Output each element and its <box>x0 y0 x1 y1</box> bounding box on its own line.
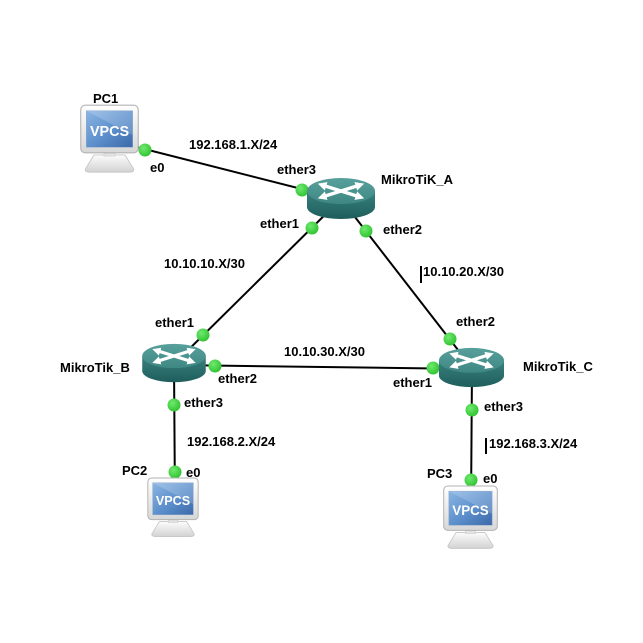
status-dot-a-ether3 <box>295 183 309 197</box>
port-label-pc1-e0[interactable]: e0 <box>150 160 165 175</box>
subnet-label-10-10-30[interactable]: 10.10.30.X/30 <box>284 344 365 359</box>
port-label-a-ether1[interactable]: ether1 <box>260 216 300 231</box>
status-dot-c-ether3 <box>465 403 479 417</box>
vpcs-computer-icon: VPCS <box>147 477 199 537</box>
port-label-c-ether3[interactable]: ether3 <box>484 399 524 414</box>
port-label-c-ether1[interactable]: ether1 <box>393 375 433 390</box>
status-dot-b-ether1 <box>196 328 210 342</box>
vpcs-screen-text: VPCS <box>156 494 190 508</box>
port-label-pc3-e0[interactable]: e0 <box>483 471 498 486</box>
vpcs-computer-icon: VPCS <box>80 104 139 173</box>
node-icon-pc1[interactable]: VPCS <box>73 104 146 180</box>
router-icon <box>142 343 206 383</box>
router-icon <box>307 178 375 219</box>
status-dot-a-ether2 <box>359 224 373 238</box>
port-label-b-ether2[interactable]: ether2 <box>218 371 258 386</box>
label-cursor-artifact <box>420 266 422 283</box>
port-label-a-ether2[interactable]: ether2 <box>383 222 423 237</box>
port-label-b-ether1[interactable]: ether1 <box>155 315 195 330</box>
status-dot-pc1-e0 <box>138 143 152 157</box>
router-icon-mikrotik-b[interactable] <box>140 342 208 390</box>
vpcs-computer-icon: VPCS <box>443 485 498 549</box>
node-label-mikrotik-a[interactable]: MikroTiK_A <box>381 172 453 187</box>
node-label-pc3[interactable]: PC3 <box>427 466 453 481</box>
node-label-pc1[interactable]: PC1 <box>93 91 119 106</box>
port-label-c-ether2[interactable]: ether2 <box>456 314 496 329</box>
subnet-label-192-168-3[interactable]: 192.168.3.X/24 <box>489 436 578 451</box>
link-mikrotikb-mikrotikc[interactable] <box>173 364 473 370</box>
router-icon-mikrotik-a[interactable] <box>305 176 377 227</box>
status-dot-pc2-e0 <box>168 465 182 479</box>
label-cursor-artifact <box>485 438 487 454</box>
port-label-pc2-e0[interactable]: e0 <box>186 465 201 480</box>
status-dot-c-ether1 <box>426 361 440 375</box>
node-label-mikrotik-c[interactable]: MikroTik_C <box>523 359 593 374</box>
status-dot-pc3-e0 <box>464 473 478 487</box>
node-icon-pc2[interactable]: VPCS <box>141 477 205 544</box>
status-dot-c-ether2 <box>443 332 457 346</box>
vpcs-screen-text: VPCS <box>452 503 489 518</box>
subnet-label-10-10-10[interactable]: 10.10.10.X/30 <box>164 256 245 271</box>
router-icon-mikrotik-c[interactable] <box>436 346 507 395</box>
router-icon <box>438 347 505 388</box>
status-dot-b-ether2 <box>208 359 222 373</box>
vpcs-screen-text: VPCS <box>90 124 130 140</box>
node-label-pc2[interactable]: PC2 <box>122 463 148 478</box>
port-label-a-ether3[interactable]: ether3 <box>277 162 317 177</box>
node-icon-pc3[interactable]: VPCS <box>436 485 505 556</box>
status-dot-a-ether1 <box>305 221 319 235</box>
node-label-mikrotik-b[interactable]: MikroTik_B <box>60 360 130 375</box>
subnet-label-10-10-20[interactable]: 10.10.20.X/30 <box>423 264 504 279</box>
subnet-label-192-168-1[interactable]: 192.168.1.X/24 <box>189 137 278 152</box>
status-dot-b-ether3 <box>167 398 181 412</box>
port-label-b-ether3[interactable]: ether3 <box>184 395 224 410</box>
subnet-label-192-168-2[interactable]: 192.168.2.X/24 <box>187 434 276 449</box>
